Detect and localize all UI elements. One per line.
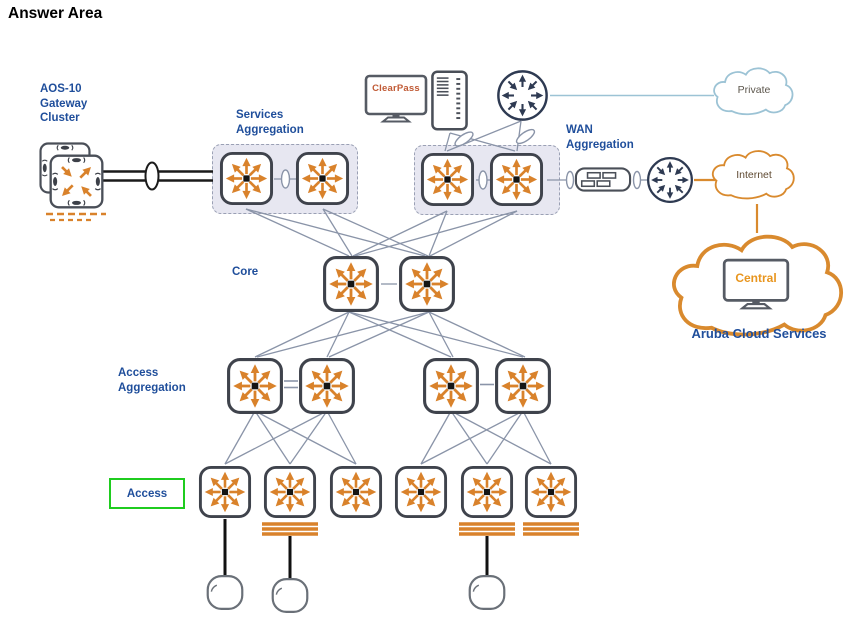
server-icon bbox=[430, 69, 469, 132]
client-device-1 bbox=[205, 573, 245, 612]
aruba-cloud: Central bbox=[664, 224, 854, 346]
gateway-cluster bbox=[36, 138, 118, 228]
access-aggregation-switch-2 bbox=[298, 357, 356, 415]
clearpass-server: ClearPass bbox=[364, 74, 428, 124]
label-access: Access bbox=[126, 487, 168, 500]
gateway-base-dashes bbox=[46, 212, 106, 222]
access-aggregation-switch-1 bbox=[226, 357, 284, 415]
access-aggregation-switch-4 bbox=[494, 357, 552, 415]
core-switch-1 bbox=[322, 255, 380, 313]
wan-appliance-icon bbox=[574, 165, 632, 194]
page-title: Answer Area bbox=[8, 5, 103, 22]
gateway-icon bbox=[48, 153, 105, 210]
wan-aggregation-switch-2 bbox=[489, 152, 544, 207]
services-aggregation-switch-1 bbox=[219, 151, 274, 206]
router-icon-top bbox=[496, 69, 549, 122]
access-switch-5 bbox=[460, 465, 514, 519]
access-switch-2 bbox=[263, 465, 317, 519]
label-access-aggregation: Access Aggregation bbox=[118, 367, 186, 394]
access-switch-1 bbox=[198, 465, 252, 519]
access-switch-3 bbox=[329, 465, 383, 519]
access-aggregation-switch-3 bbox=[422, 357, 480, 415]
monitor-icon bbox=[364, 74, 428, 124]
internet-cloud-label: Internet bbox=[736, 169, 772, 181]
label-wan-aggregation: WAN Aggregation bbox=[566, 124, 634, 151]
wan-aggregation-switch-1 bbox=[420, 152, 475, 207]
clearpass-label: ClearPass bbox=[372, 83, 420, 94]
core-switch-2 bbox=[398, 255, 456, 313]
router-icon-edge bbox=[646, 156, 694, 204]
internet-cloud: Internet bbox=[708, 147, 800, 202]
label-gateway-cluster: AOS-10 Gateway Cluster bbox=[40, 83, 88, 125]
central-monitor: Central bbox=[722, 258, 790, 311]
access-switch-4 bbox=[394, 465, 448, 519]
label-services-aggregation: Services Aggregation bbox=[236, 109, 304, 136]
access-switch-6 bbox=[524, 465, 578, 519]
client-device-3 bbox=[467, 573, 507, 612]
services-aggregation-switch-2 bbox=[295, 151, 350, 206]
private-cloud: Private bbox=[708, 65, 800, 117]
access-answer-box[interactable]: Access bbox=[109, 478, 185, 509]
central-label: Central bbox=[735, 271, 777, 285]
private-cloud-label: Private bbox=[737, 84, 771, 96]
label-core: Core bbox=[232, 266, 259, 278]
client-device-2 bbox=[270, 576, 310, 615]
aruba-cloud-services-label: Aruba Cloud Services bbox=[691, 326, 827, 341]
